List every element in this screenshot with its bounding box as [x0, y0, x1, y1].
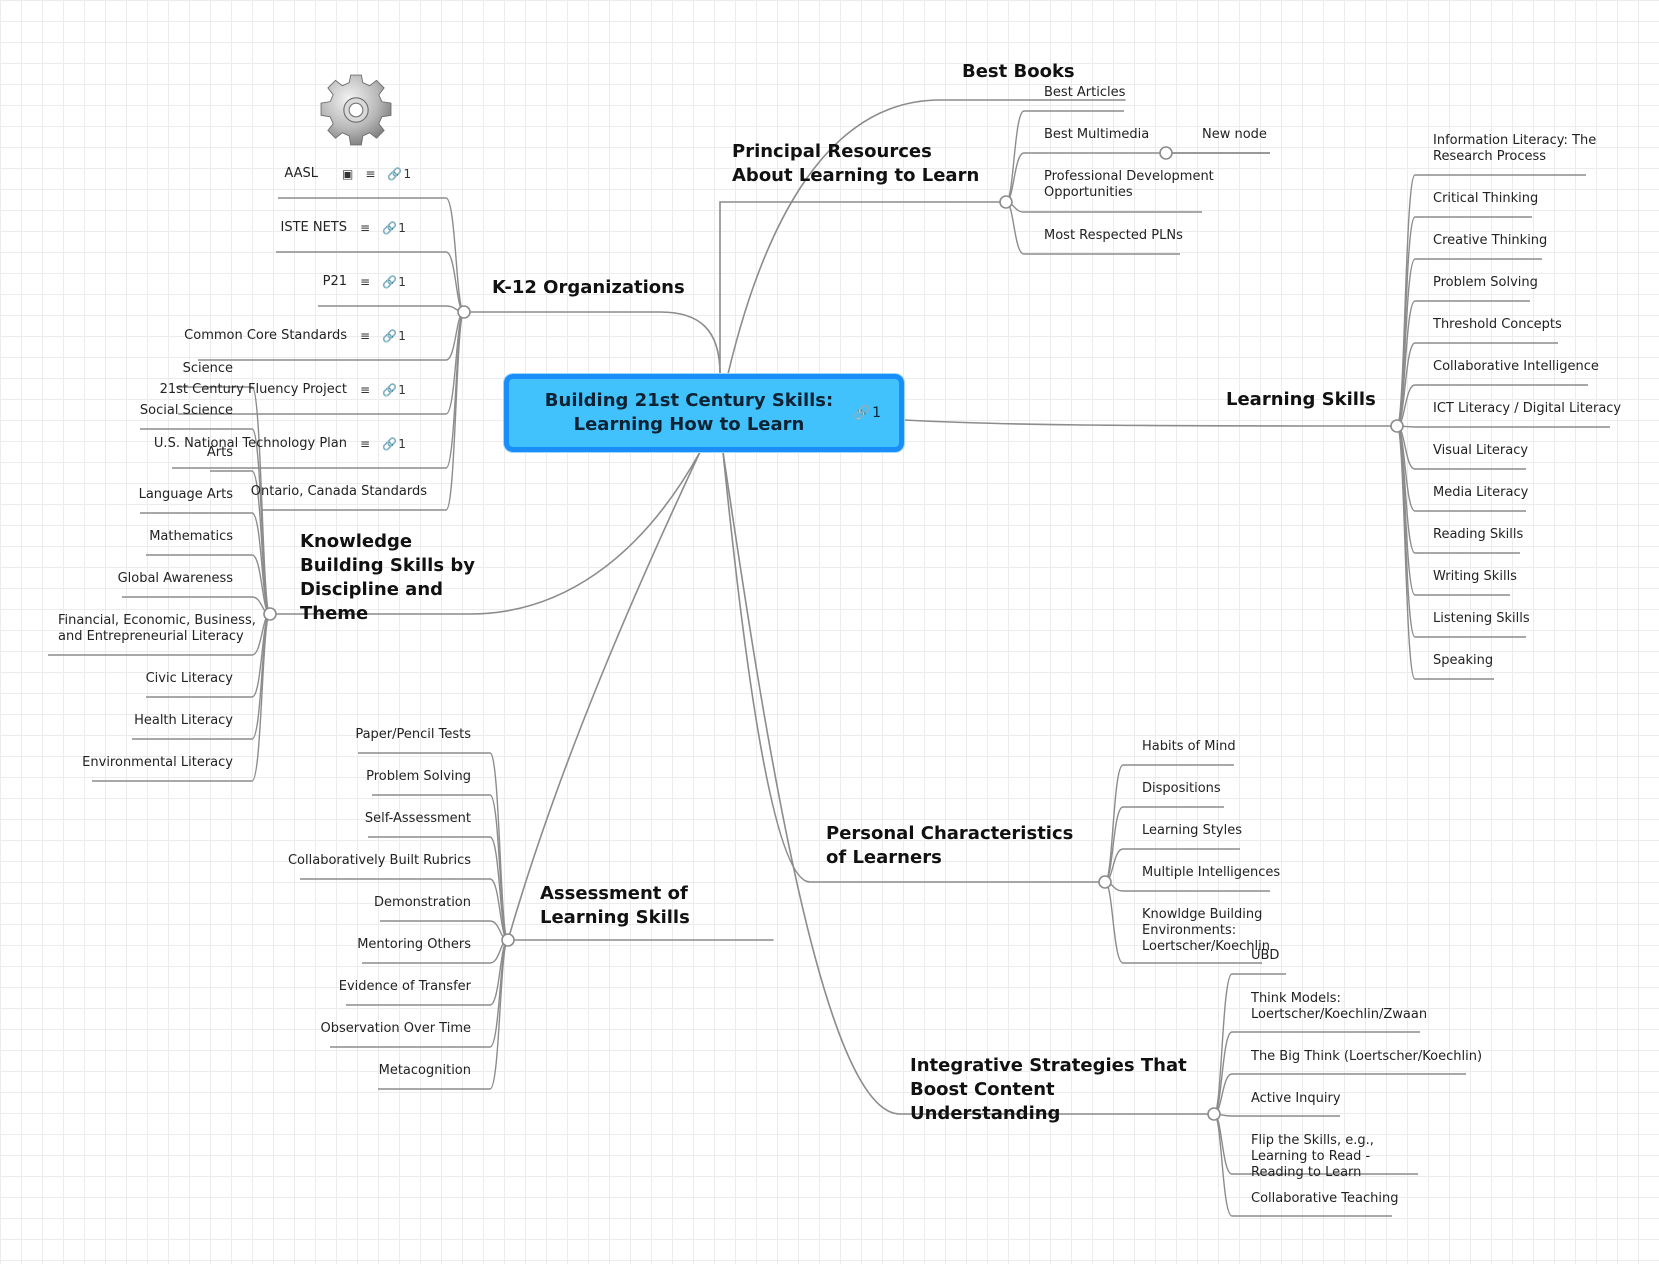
integrative-collapse-handle	[1207, 1107, 1221, 1121]
learning-item[interactable]: Speaking	[1433, 653, 1494, 668]
branch-assessment[interactable]: Assessment of Learning Skills	[540, 883, 690, 928]
personal-item[interactable]: Dispositions	[1142, 781, 1221, 796]
link-icon: 🔗	[853, 405, 871, 421]
branch-best-books[interactable]: Best Books	[962, 61, 1075, 82]
learning-item[interactable]: Listening Skills	[1433, 611, 1530, 626]
assessment-item[interactable]: Self-Assessment	[364, 811, 471, 826]
personal-item[interactable]: Multiple Intelligences	[1142, 865, 1281, 880]
integrative-item[interactable]: UBD	[1251, 948, 1280, 963]
k12-item[interactable]: U.S. National Technology Plan	[153, 436, 347, 451]
branch-integrative-strategies[interactable]: Integrative Strategies That Boost Conten…	[910, 1055, 1187, 1124]
link-icon[interactable]: 🔗 1	[382, 437, 406, 451]
personal-item[interactable]: Knowldge Building Environments: Loertsch…	[1142, 907, 1270, 954]
principal-item[interactable]: Best Articles	[1044, 85, 1126, 100]
central-topic-title: Building 21st Century Skills: Learning H…	[544, 390, 834, 435]
note-icon[interactable]: ≡	[360, 329, 371, 343]
multimedia-collapse-handle	[1159, 146, 1173, 160]
personal-item[interactable]: Habits of Mind	[1142, 739, 1236, 754]
principal-item[interactable]: Best Multimedia	[1044, 127, 1150, 142]
learning-collapse-handle	[1390, 419, 1404, 433]
note-icon[interactable]: ≡	[360, 221, 371, 235]
knowledge-item[interactable]: Environmental Literacy	[82, 755, 233, 770]
learning-item[interactable]: Problem Solving	[1433, 275, 1538, 290]
knowledge-item[interactable]: Financial, Economic, Business, and Entre…	[58, 613, 256, 644]
knowledge-item[interactable]: Arts	[206, 445, 233, 460]
link-icon[interactable]: 🔗 1	[382, 329, 406, 343]
k12-item[interactable]: 21st Century Fluency Project	[159, 382, 347, 397]
note-icon[interactable]: ≡	[360, 383, 371, 397]
learning-item[interactable]: Critical Thinking	[1433, 191, 1539, 206]
knowledge-item[interactable]: Health Literacy	[134, 713, 233, 728]
image-icon[interactable]: ▣	[342, 167, 354, 181]
link-icon[interactable]: 🔗 1	[382, 221, 406, 235]
assessment-item[interactable]: Demonstration	[374, 895, 471, 910]
learning-item[interactable]: Information Literacy: The Research Proce…	[1433, 133, 1597, 164]
branch-learning-skills[interactable]: Learning Skills	[1226, 389, 1376, 410]
learning-item[interactable]: ICT Literacy / Digital Literacy	[1433, 401, 1622, 416]
link-icon[interactable]: 🔗 1	[382, 383, 406, 397]
assessment-item[interactable]: Observation Over Time	[320, 1021, 471, 1036]
k12-item[interactable]: P21	[322, 274, 347, 289]
k12-item[interactable]: Ontario, Canada Standards	[250, 484, 427, 499]
knowledge-collapse-handle	[263, 607, 277, 621]
branch-k12-organizations[interactable]: K-12 Organizations	[492, 277, 685, 298]
knowledge-item[interactable]: Science	[182, 361, 233, 376]
learning-item[interactable]: Visual Literacy	[1433, 443, 1529, 458]
learning-item[interactable]: Media Literacy	[1433, 485, 1529, 500]
integrative-item[interactable]: Think Models: Loertscher/Koechlin/Zwaan	[1251, 991, 1428, 1022]
personal-collapse-handle	[1098, 875, 1112, 889]
principal-collapse-handle	[999, 195, 1013, 209]
note-icon[interactable]: ≡	[360, 275, 371, 289]
knowledge-item[interactable]: Civic Literacy	[145, 671, 233, 686]
k12-item[interactable]: Common Core Standards	[184, 328, 347, 343]
integrative-item[interactable]: Flip the Skills, e.g., Learning to Read …	[1251, 1133, 1374, 1180]
link-icon[interactable]: 🔗 1	[382, 275, 406, 289]
new-node[interactable]: New node	[1202, 127, 1267, 142]
personal-item[interactable]: Learning Styles	[1142, 823, 1242, 838]
k12-item[interactable]: AASL	[284, 166, 318, 181]
central-topic[interactable]: Building 21st Century Skills: Learning H…	[504, 374, 904, 452]
k12-item[interactable]: ISTE NETS	[280, 220, 347, 235]
knowledge-item[interactable]: Global Awareness	[117, 571, 233, 586]
link-icon[interactable]: 🔗 1	[387, 167, 412, 181]
integrative-item[interactable]: Collaborative Teaching	[1251, 1191, 1399, 1206]
integrative-item[interactable]: Active Inquiry	[1251, 1091, 1341, 1106]
assessment-item[interactable]: Paper/Pencil Tests	[355, 727, 471, 742]
knowledge-item[interactable]: Language Arts	[138, 487, 233, 502]
assessment-item[interactable]: Mentoring Others	[357, 937, 471, 952]
learning-item[interactable]: Reading Skills	[1433, 527, 1524, 542]
gear-icon	[320, 74, 392, 146]
assessment-item[interactable]: Evidence of Transfer	[338, 979, 471, 994]
knowledge-item[interactable]: Mathematics	[149, 529, 233, 544]
learning-item[interactable]: Creative Thinking	[1433, 233, 1548, 248]
note-icon[interactable]: ≡	[365, 167, 376, 181]
assessment-item[interactable]: Collaboratively Built Rubrics	[287, 853, 471, 868]
note-icon[interactable]: ≡	[360, 437, 371, 451]
knowledge-item[interactable]: Social Science	[139, 403, 233, 418]
assessment-item[interactable]: Metacognition	[378, 1063, 471, 1078]
branch-personal-characteristics[interactable]: Personal Characteristics of Learners	[826, 823, 1074, 868]
assessment-collapse-handle	[501, 933, 515, 947]
central-topic-link[interactable]: 🔗 1	[853, 405, 881, 421]
assessment-item[interactable]: Problem Solving	[366, 769, 471, 784]
learning-item[interactable]: Threshold Concepts	[1433, 317, 1562, 332]
branch-principal-resources[interactable]: Principal Resources About Learning to Le…	[732, 141, 980, 186]
learning-item[interactable]: Collaborative Intelligence	[1433, 359, 1599, 374]
learning-item[interactable]: Writing Skills	[1433, 569, 1517, 584]
branch-knowledge-building[interactable]: Knowledge Building Skills by Discipline …	[300, 531, 475, 624]
k12-collapse-handle	[457, 305, 471, 319]
principal-item[interactable]: Most Respected PLNs	[1044, 228, 1183, 243]
integrative-item[interactable]: The Big Think (Loertscher/Koechlin)	[1251, 1049, 1483, 1064]
principal-item[interactable]: Professional Development Opportunities	[1044, 169, 1214, 200]
